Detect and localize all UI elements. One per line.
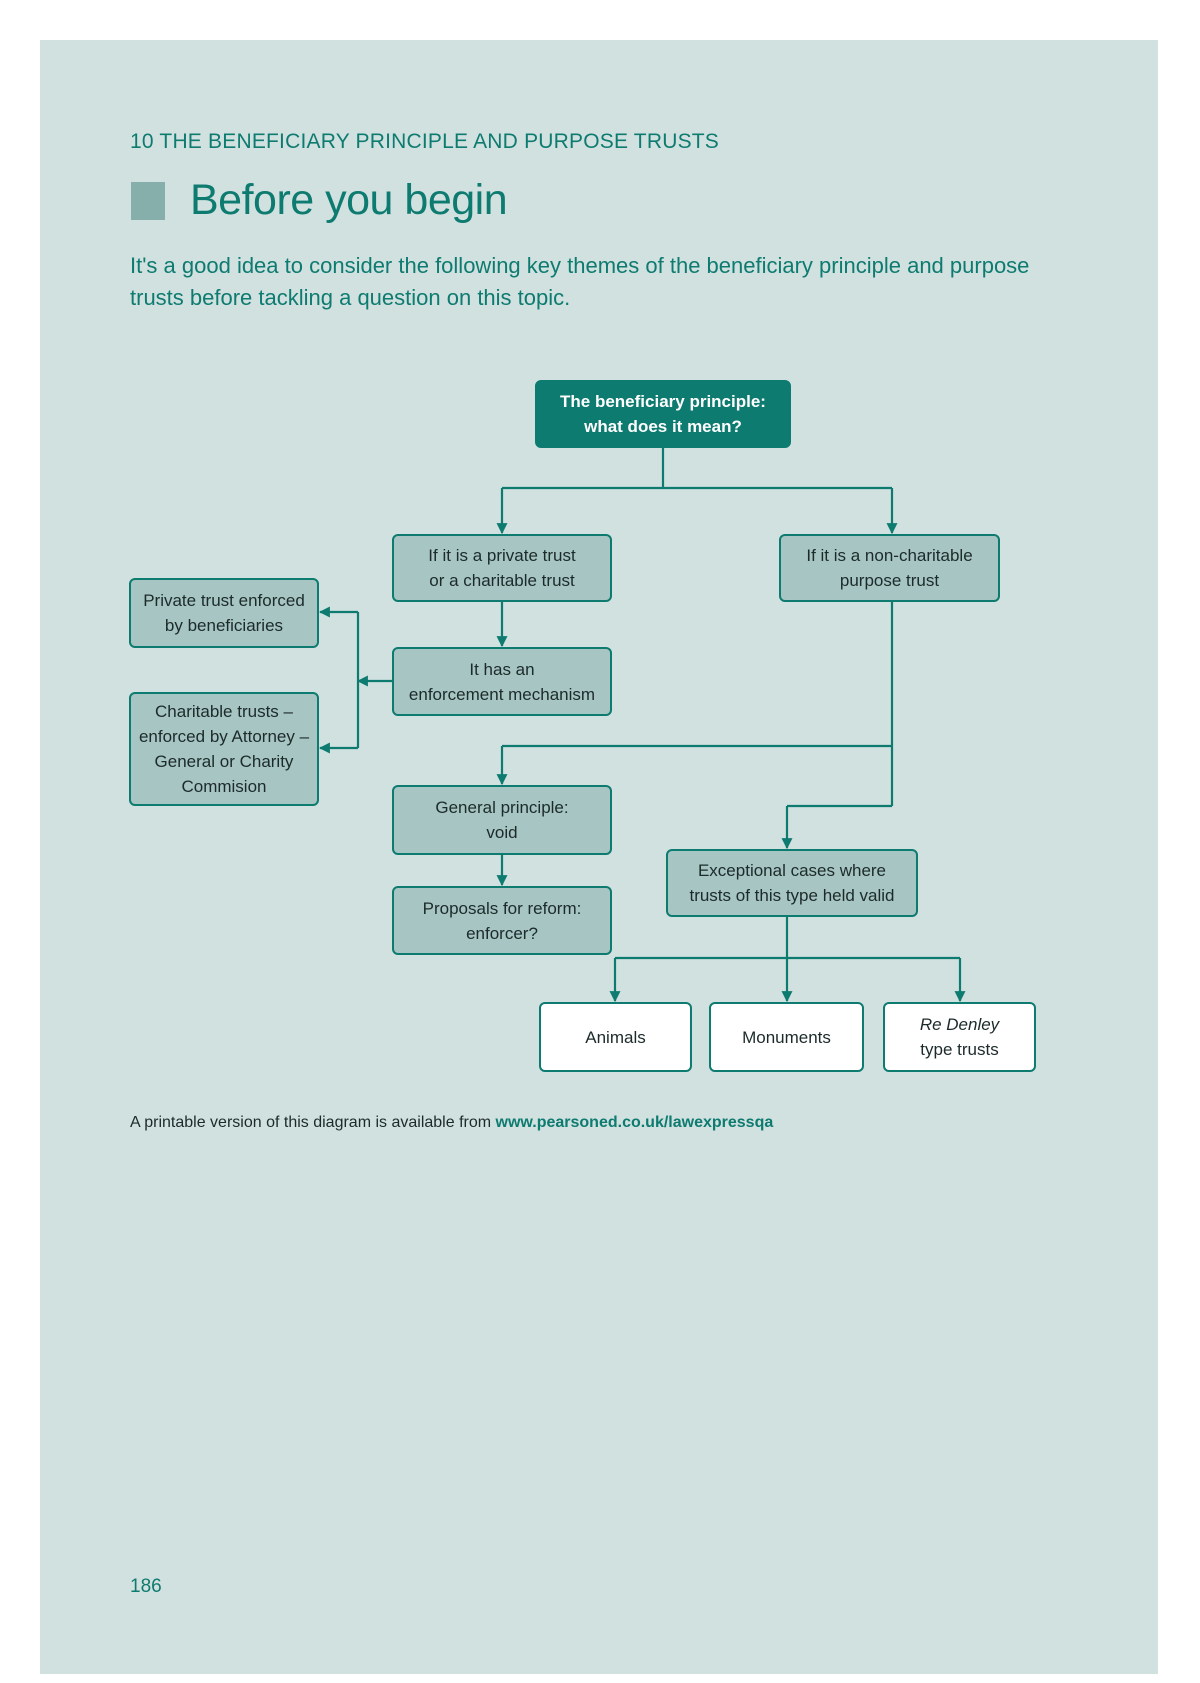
non-charitable-purpose-box: If it is a non-charitable purpose trust xyxy=(779,534,1000,602)
private-or-charitable-box: If it is a private trust or a charitable… xyxy=(392,534,612,602)
printable-note: A printable version of this diagram is a… xyxy=(130,1114,773,1132)
page-number: 186 xyxy=(130,1576,162,1597)
proposals-reform-box: Proposals for reform: enforcer? xyxy=(392,886,612,955)
re-denley-box: Re Denley type trusts xyxy=(883,1002,1036,1072)
re-denley-rest: type trusts xyxy=(920,1040,999,1059)
intro-paragraph: It's a good idea to consider the followi… xyxy=(130,253,1030,310)
section-title: Before you begin xyxy=(190,176,508,224)
charitable-enforced-box: Charitable trusts – enforced by Attorney… xyxy=(129,692,319,806)
exceptional-cases-box: Exceptional cases where trusts of this t… xyxy=(666,849,918,917)
monuments-box: Monuments xyxy=(709,1002,864,1072)
general-principle-box: General principle: void xyxy=(392,785,612,855)
re-denley-italic: Re Denley xyxy=(919,1015,1000,1034)
private-enforced-box: Private trust enforced by beneficiaries xyxy=(129,578,319,648)
printable-note-text: A printable version of this diagram is a… xyxy=(130,1114,496,1131)
page-background xyxy=(40,40,1158,1674)
enforcement-mechanism-box: It has an enforcement mechanism xyxy=(392,647,612,716)
root-box: The beneficiary principle: what does it … xyxy=(535,380,791,448)
animals-box: Animals xyxy=(539,1002,692,1072)
section-marker-square xyxy=(131,182,165,220)
printable-url-link[interactable]: www.pearsoned.co.uk/lawexpressqa xyxy=(495,1114,774,1131)
chapter-header: 10 THE BENEFICIARY PRINCIPLE AND PURPOSE… xyxy=(130,130,720,153)
